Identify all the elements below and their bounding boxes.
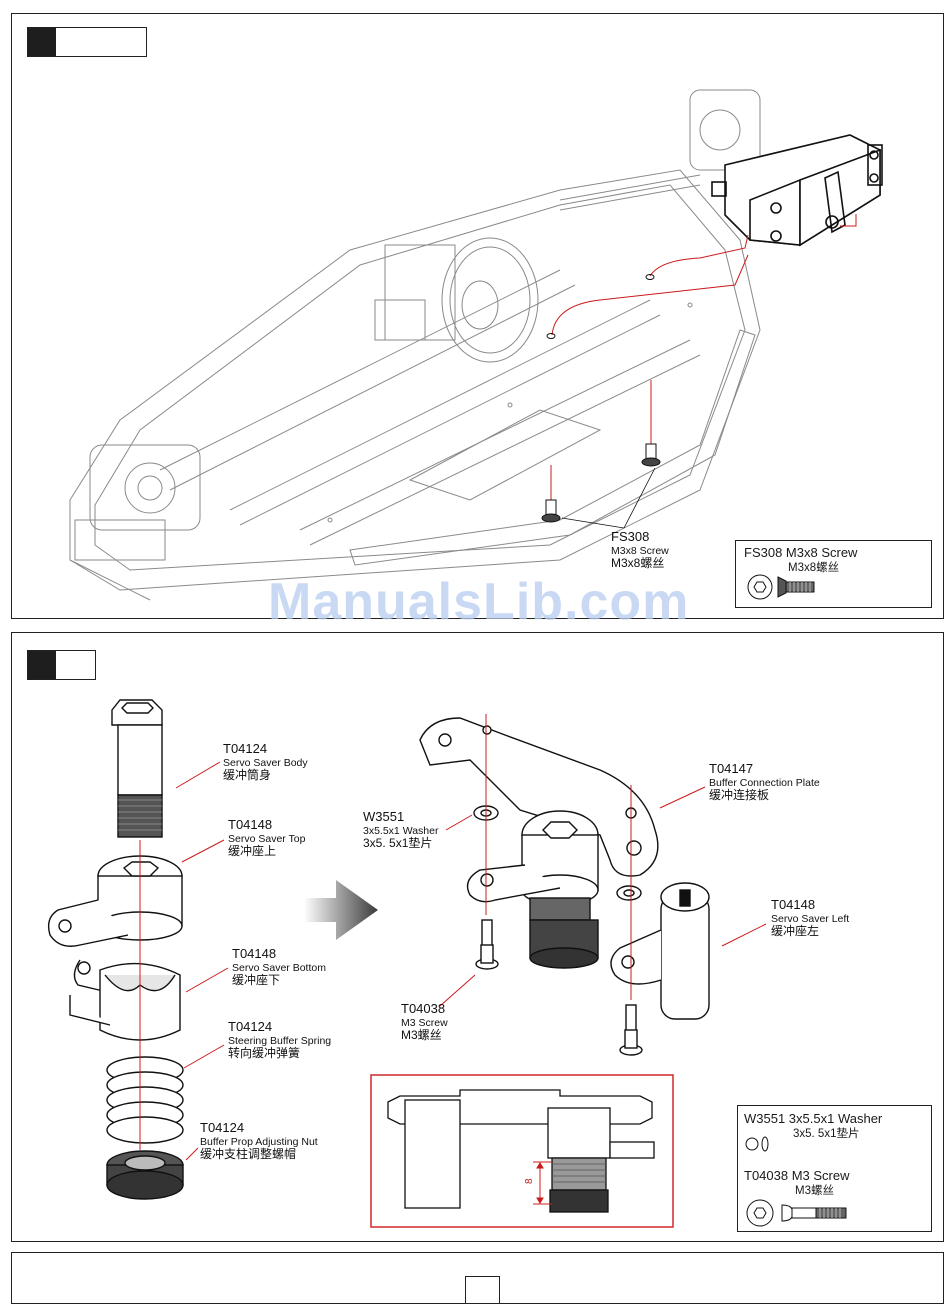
servo-saver-body-label: T04124 Servo Saver Body 缓冲筒身 (223, 741, 308, 783)
step1-panel (11, 13, 944, 619)
legend-fs308-title: FS308 M3x8 Screw (744, 545, 858, 560)
step1-number-tab (27, 27, 147, 57)
part-code: T04124 (223, 741, 268, 756)
part-name-cn: 转向缓冲弹簧 (228, 1046, 301, 1060)
servo-saver-left-label: T04148 Servo Saver Left 缓冲座左 (771, 897, 850, 939)
part-name-en: Servo Saver Top (228, 832, 306, 845)
part-name-en: M3 Screw (401, 1016, 448, 1029)
watermark: ManualsLib.com (268, 573, 690, 631)
part-code: T04148 (232, 946, 277, 961)
part-name-cn: 缓冲座左 (771, 924, 820, 938)
w3551-washer-label: W3551 3x5.5x1 Washer 3x5. 5x1垫片 (363, 809, 439, 851)
part-name-cn: 缓冲座上 (228, 844, 277, 858)
step1-parts-legend: FS308 M3x8 Screw M3x8螺丝 (735, 540, 932, 608)
part-name-cn: 缓冲支柱调整螺帽 (200, 1147, 297, 1161)
fs308-callout: FS308 M3x8 Screw M3x8螺丝 (611, 529, 669, 571)
part-name-cn: 缓冲连接板 (709, 788, 770, 802)
part-code: T04124 (228, 1019, 273, 1034)
fs308-name-cn: M3x8螺丝 (611, 556, 665, 570)
part-name-en: Buffer Connection Plate (709, 776, 820, 789)
legend-t04038-sub: M3螺丝 (795, 1185, 834, 1197)
part-code: T04148 (771, 897, 816, 912)
part-name-cn: M3螺丝 (401, 1028, 442, 1042)
servo-saver-top-label: T04148 Servo Saver Top 缓冲座上 (228, 817, 306, 859)
part-name-en: 3x5.5x1 Washer (363, 824, 439, 837)
part-name-en: Servo Saver Bottom (232, 961, 326, 974)
servo-saver-bottom-label: T04148 Servo Saver Bottom 缓冲座下 (232, 946, 326, 988)
part-code: T04124 (200, 1120, 245, 1135)
part-name-cn: 3x5. 5x1垫片 (363, 836, 433, 850)
legend-fs308-sub: M3x8螺丝 (788, 562, 840, 574)
legend-t04038-title: T04038 M3 Screw (744, 1168, 850, 1183)
step2-number-tab (27, 650, 96, 680)
steering-buffer-spring-label: T04124 Steering Buffer Spring 转向缓冲弹簧 (228, 1019, 332, 1061)
part-code: W3551 (363, 809, 405, 824)
buffer-prop-adjusting-nut-label: T04124 Buffer Prop Adjusting Nut 缓冲支柱调整螺… (200, 1120, 318, 1162)
part-name-cn: 缓冲座下 (232, 973, 281, 987)
detail-dimension-label: 8 (524, 1178, 535, 1184)
part-name-cn: 缓冲筒身 (223, 768, 272, 782)
buffer-connection-plate-label: T04147 Buffer Connection Plate 缓冲连接板 (709, 761, 820, 803)
part-code: T04148 (228, 817, 273, 832)
t04038-screw-label: T04038 M3 Screw M3螺丝 (401, 1001, 448, 1043)
part-name-en: Steering Buffer Spring (228, 1034, 332, 1047)
washer-and-screw-icons (745, 1136, 847, 1227)
fs308-screw-icon (747, 574, 815, 600)
part-name-en: Servo Saver Left (771, 912, 850, 925)
legend-w3551-sub: 3x5. 5x1垫片 (793, 1128, 860, 1140)
fs308-code: FS308 (611, 529, 650, 544)
legend-w3551-title: W3551 3x5.5x1 Washer (744, 1111, 883, 1126)
part-code: T04038 (401, 1001, 446, 1016)
part-name-en: Servo Saver Body (223, 756, 308, 769)
direction-arrow (304, 880, 378, 940)
fs308-name-en: M3x8 Screw (611, 544, 669, 557)
page-number-box (465, 1276, 500, 1303)
part-code: T04147 (709, 761, 754, 776)
part-name-en: Buffer Prop Adjusting Nut (200, 1135, 318, 1148)
step2-parts-legend: W3551 3x5.5x1 Washer 3x5. 5x1垫片 T04038 M… (737, 1105, 932, 1232)
